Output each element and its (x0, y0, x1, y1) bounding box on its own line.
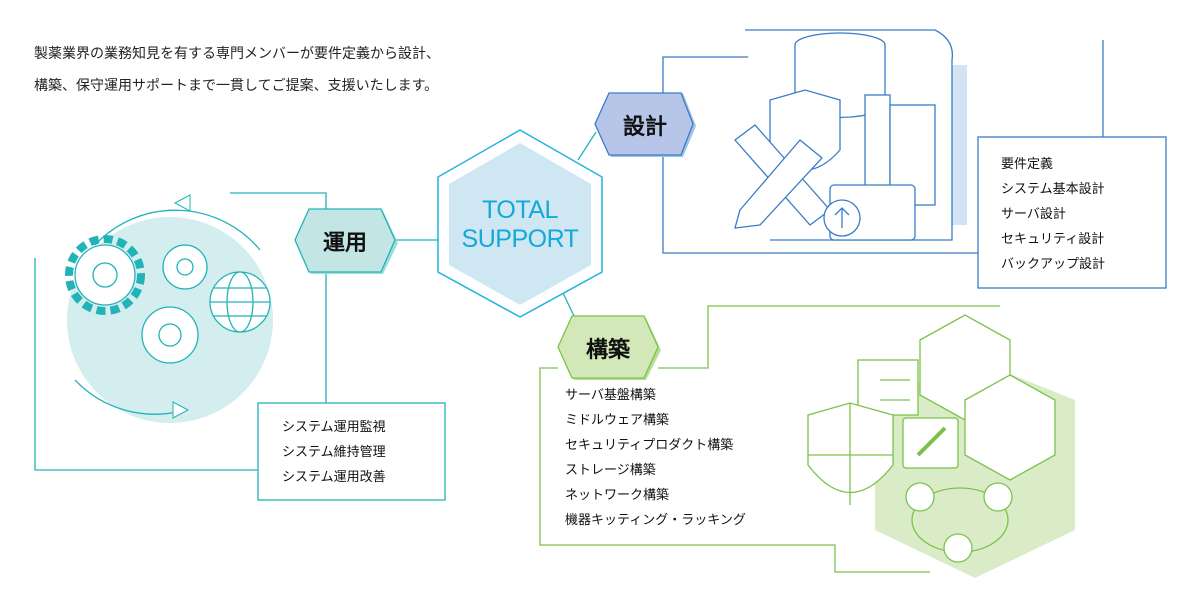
build-items-list: サーバ基盤構築 ミドルウェア構築 セキュリティプロダクト構築 ストレージ構築 ネ… (565, 383, 746, 533)
build-hexagon[interactable] (557, 315, 659, 379)
design-connectors (577, 40, 1167, 289)
design-items-list: 要件定義 システム基本設計 サーバ設計 セキュリティ設計 バックアップ設計 (1001, 152, 1105, 277)
list-item: ネットワーク構築 (565, 488, 670, 503)
support-label: SUPPORT (461, 225, 579, 253)
list-item: システム運用監視 (282, 420, 386, 435)
list-item: システム維持管理 (282, 445, 386, 460)
intro-text: 製薬業界の業務知見を有する専門メンバーが要件定義から設計、 構築、保守運用サポー… (34, 38, 440, 102)
list-item: システム基本設計 (1001, 182, 1105, 197)
list-item: ミドルウェア構築 (565, 413, 670, 428)
list-item: ストレージ構築 (565, 463, 656, 478)
list-item: 機器キッティング・ラッキング (565, 513, 746, 528)
intro-line-2: 構築、保守運用サポートまで一貫してご提案、支援いたします。 (34, 78, 439, 94)
design-label: 設計 (622, 115, 667, 140)
total-support-label: TOTAL SUPPORT (440, 196, 600, 254)
list-item: サーバ設計 (1001, 207, 1066, 222)
operation-illustration (65, 194, 273, 423)
total-support-hexagon (437, 129, 603, 318)
list-item: バックアップ設計 (1001, 257, 1106, 272)
list-item: 要件定義 (1001, 157, 1054, 172)
operation-hexagon[interactable] (294, 208, 396, 273)
build-label: 構築 (585, 338, 630, 363)
intro-line-1: 製薬業界の業務知見を有する専門メンバーが要件定義から設計、 (34, 46, 440, 62)
total-label: TOTAL (482, 196, 558, 224)
operation-items-list: システム運用監視 システム維持管理 システム運用改善 (282, 415, 386, 490)
list-item: システム運用改善 (282, 470, 386, 485)
operation-label: 運用 (322, 231, 367, 256)
operation-connectors (34, 192, 446, 501)
build-connectors (539, 292, 1000, 573)
build-illustration (807, 314, 1075, 578)
list-item: サーバ基盤構築 (565, 388, 656, 403)
design-hexagon[interactable] (594, 92, 694, 156)
design-illustration (734, 29, 967, 241)
list-item: セキュリティ設計 (1001, 232, 1105, 247)
list-item: セキュリティプロダクト構築 (565, 438, 734, 453)
